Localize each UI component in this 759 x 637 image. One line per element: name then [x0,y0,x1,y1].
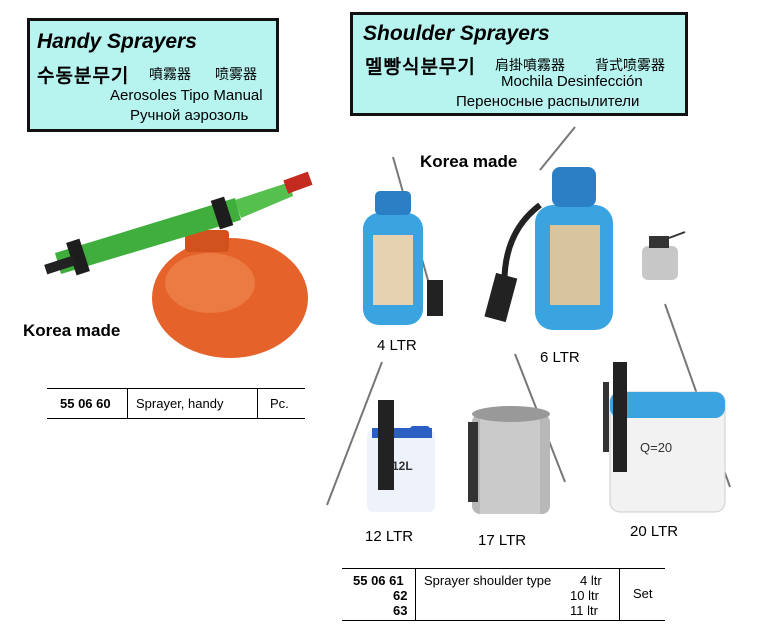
shoulder-table-code-2: 62 [393,588,408,603]
shoulder-box-chinese-2: 背式喷雾器 [595,57,665,73]
shoulder-sprayers-box: Shoulder Sprayers 멜빵식분무기 肩掛噴霧器 背式喷雾器 Moc… [350,12,688,116]
shoulder-table-description: Sprayer shoulder type [424,573,552,588]
capacity-12-ltr: 12 LTR [365,528,414,545]
shoulder-box-korean: 멜빵식분무기 [365,57,476,78]
handy-box-title: Handy Sprayers [37,30,197,53]
shoulder-box-title: Shoulder Sprayers [363,22,550,45]
shoulder-table-size-3: 11 ltr [570,603,598,618]
sprayer-small-steel-image [642,231,686,280]
shoulder-box-russian: Переносные распылители [456,93,640,110]
handy-table-divider-1 [127,388,128,419]
capacity-20-ltr: 20 LTR [630,523,679,540]
svg-text:Q=20: Q=20 [640,440,672,455]
handy-table-code: 55 06 60 [60,396,111,411]
capacity-6-ltr: 6 LTR [540,349,580,366]
shoulder-box-spanish: Mochila Desinfección [501,73,643,90]
shoulder-table-divider-2 [619,568,620,621]
handy-box-russian: Ручной аэрозоль [130,107,249,124]
handy-sprayers-box: Handy Sprayers 수동분무기 噴霧器 喷雾器 Aerosoles T… [27,18,279,132]
handy-table-unit: Pc. [270,396,289,411]
shoulder-box-chinese-1: 肩掛噴霧器 [495,57,565,73]
handy-table-top-rule [47,388,305,389]
handy-box-spanish: Aerosoles Tipo Manual [110,87,263,104]
handy-table-description: Sprayer, handy [136,396,224,411]
shoulder-table-code-3: 63 [393,603,408,618]
sprayer-4ltr-image [363,156,443,325]
capacity-17-ltr: 17 LTR [478,532,527,549]
shoulder-table-size-2: 10 ltr [570,588,599,603]
handy-box-korean: 수동분무기 [37,66,130,87]
shoulder-table-size-1: 4 ltr [580,573,602,588]
handy-table-divider-2 [257,388,258,419]
shoulder-table-bottom-rule [342,620,665,621]
handy-box-chinese-2: 喷雾器 [215,66,257,82]
sprayer-20ltr-image: Q=20 [603,303,731,513]
capacity-4-ltr: 4 LTR [377,337,417,354]
handy-box-chinese-1: 噴霧器 [149,66,191,82]
sprayer-6ltr-image [484,126,613,330]
shoulder-table-top-rule [342,568,665,569]
svg-text:12L: 12L [392,459,413,473]
handy-table-bottom-rule [47,418,305,419]
korea-made-label-handy: Korea made [23,321,121,340]
korea-made-label-shoulder: Korea made [420,152,518,171]
shoulder-table-divider-1 [415,568,416,621]
handy-sprayer-image [44,171,313,358]
shoulder-table-code-1: 55 06 61 [353,573,404,588]
sprayer-17ltr-image [468,353,566,514]
shoulder-table-unit: Set [633,586,653,601]
sprayer-12ltr-image: 12L [326,361,435,512]
